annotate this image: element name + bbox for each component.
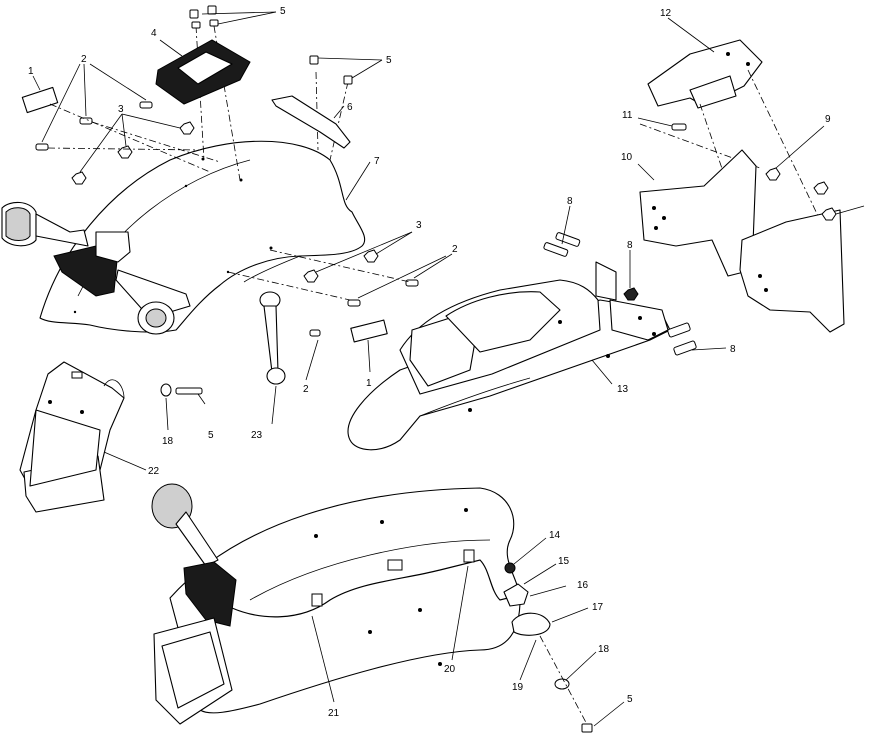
callout-18: 18 xyxy=(598,644,610,655)
callout-labels: 1 1 2 2 2 3 3 4 5 5 5 5 6 7 8 8 8 9 10 1… xyxy=(28,6,831,719)
callout-15: 15 xyxy=(558,556,570,567)
screw-lower xyxy=(581,723,593,733)
callout-8: 8 xyxy=(730,344,736,355)
damper xyxy=(259,291,286,385)
wiring-harness xyxy=(231,559,517,618)
reflector xyxy=(21,86,59,114)
mounting-bracket-12 xyxy=(647,39,763,109)
callout-21: 21 xyxy=(328,708,340,719)
mounting-bracket-10 xyxy=(639,149,845,333)
callout-20: 20 xyxy=(444,664,456,675)
bracket-bolt xyxy=(671,123,687,131)
callout-8: 8 xyxy=(567,196,573,207)
callout-5: 5 xyxy=(280,6,286,17)
license-plate-bracket xyxy=(19,361,125,513)
screw xyxy=(175,5,353,395)
callout-14: 14 xyxy=(549,530,561,541)
bolt xyxy=(35,101,419,337)
callout-18: 18 xyxy=(162,436,174,447)
rear-fender-lower xyxy=(151,483,521,725)
callout-1: 1 xyxy=(28,66,34,77)
fender-bracket xyxy=(271,95,351,149)
callout-22: 22 xyxy=(148,466,160,477)
callout-2: 2 xyxy=(81,54,87,65)
callout-10: 10 xyxy=(621,152,633,163)
tail-light xyxy=(1,201,89,247)
callout-8: 8 xyxy=(627,240,633,251)
callout-12: 12 xyxy=(660,8,672,19)
callout-2: 2 xyxy=(452,244,458,255)
callout-5: 5 xyxy=(208,430,214,441)
callout-2: 2 xyxy=(303,384,309,395)
grommet xyxy=(504,562,516,574)
switch xyxy=(503,583,529,607)
reflector-lower xyxy=(350,319,388,343)
tail-light-lower xyxy=(151,483,219,567)
storage-tray xyxy=(347,261,671,451)
callout-5: 5 xyxy=(386,55,392,66)
callout-16: 16 xyxy=(577,580,589,591)
callout-6: 6 xyxy=(347,102,353,113)
washer-lower xyxy=(554,678,570,690)
callout-5: 5 xyxy=(627,694,633,705)
callout-3: 3 xyxy=(416,220,422,231)
callout-13: 13 xyxy=(617,384,629,395)
callout-17: 17 xyxy=(592,602,604,613)
reflector-cover xyxy=(511,612,551,636)
tray-bolt xyxy=(543,232,697,356)
grab-bracket xyxy=(155,39,251,105)
callout-1: 1 xyxy=(366,378,372,389)
callout-23: 23 xyxy=(251,430,263,441)
rear-fender-assembly xyxy=(1,140,366,335)
bracket-nut xyxy=(765,167,837,221)
callout-11: 11 xyxy=(622,110,633,121)
callout-7: 7 xyxy=(374,156,380,167)
washer xyxy=(160,383,172,397)
callout-9: 9 xyxy=(825,114,831,125)
callout-4: 4 xyxy=(151,28,157,39)
callout-3: 3 xyxy=(118,104,124,115)
rear-fender xyxy=(39,140,366,333)
callout-19: 19 xyxy=(512,682,524,693)
